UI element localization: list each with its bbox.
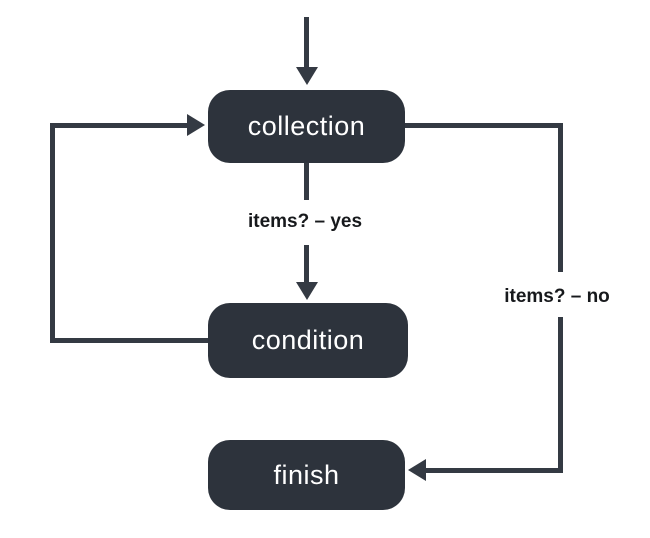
edge-condition-loop-vertical: [50, 123, 55, 343]
edge-label-items-no: items? – no: [501, 286, 613, 308]
edge-collection-to-condition-lower: [304, 245, 309, 282]
edge-collection-to-condition-upper: [304, 163, 309, 200]
arrowhead-down-into-condition: [296, 282, 318, 300]
edge-collection-exit-bottom: [424, 468, 563, 473]
arrowhead-left-into-finish: [408, 459, 426, 481]
arrowhead-right-into-collection: [187, 114, 205, 136]
edge-start-to-collection: [304, 17, 309, 67]
edge-condition-loop-bottom: [50, 338, 208, 343]
node-collection: collection: [208, 90, 405, 163]
edge-label-items-yes: items? – yes: [244, 211, 366, 233]
arrowhead-down-into-collection: [296, 67, 318, 85]
node-condition-label: condition: [251, 325, 365, 355]
node-finish: finish: [208, 440, 405, 510]
edge-collection-exit-vertical-upper: [558, 123, 563, 272]
node-condition: condition: [208, 303, 408, 378]
edge-collection-exit-vertical-lower: [558, 317, 563, 473]
edge-condition-loop-top: [50, 123, 187, 128]
node-finish-label: finish: [273, 459, 340, 490]
node-collection-label: collection: [247, 111, 366, 141]
edge-collection-exit-top: [405, 123, 563, 128]
